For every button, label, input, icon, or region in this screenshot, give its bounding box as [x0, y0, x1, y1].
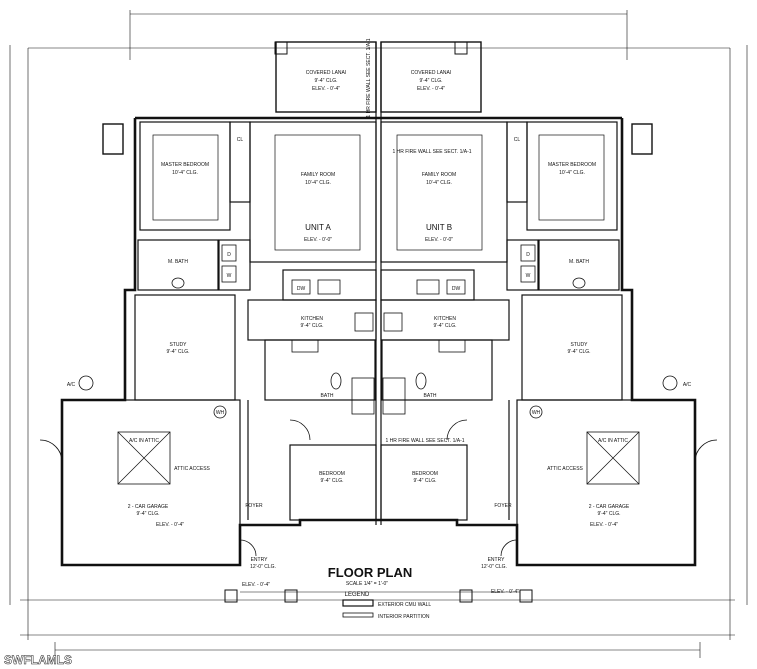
unit-b-ac-label: A/C: [683, 382, 692, 388]
unit-a-lanai-elev: ELEV. - 0'-4": [312, 86, 340, 92]
unit-b-washer: W: [526, 273, 531, 279]
unit-b-lanai-clg: 9'-4" CLG.: [419, 78, 442, 84]
unit-a-attic-label: A/C IN ATTIC: [129, 438, 159, 444]
unit-a-washer: W: [227, 273, 232, 279]
legend-interior-label: INTERIOR PARTITION: [378, 614, 430, 620]
unit-b-study-clg: 9'-4" CLG.: [567, 349, 590, 355]
unit-b-study-label: STUDY: [571, 342, 589, 348]
unit-b-master-label: MASTER BEDROOM: [548, 162, 596, 168]
watermark: SWFLAMLS: [4, 653, 72, 667]
unit-b-dishwasher: DW: [452, 286, 461, 292]
unit-a-dryer: D: [227, 252, 231, 258]
unit-a-garage-label: 2 - CAR GARAGE: [128, 504, 169, 510]
unit-a-mbath-label: M. BATH: [168, 259, 188, 265]
legend-heading: LEGEND: [345, 592, 370, 598]
plan-scale: SCALE 1/4" = 1'-0": [346, 581, 388, 587]
fire-wall-note-top: 1 HR FIRE WALL SEE SECT. 1/A-1: [366, 38, 372, 117]
unit-b-attic-label: A/C IN ATTIC: [598, 438, 628, 444]
unit-b-family-clg: 10'-4" CLG.: [426, 180, 452, 186]
unit-b-family-label: FAMILY ROOM: [422, 172, 456, 178]
unit-b-entry-label: ENTRY: [488, 557, 506, 563]
unit-a-family-clg: 10'-4" CLG.: [305, 180, 331, 186]
unit-b-dryer: D: [526, 252, 530, 258]
unit-a-entry-elev: ELEV. - 0'-4": [242, 582, 270, 588]
unit-b-lanai-label: COVERED LANAI: [411, 70, 452, 76]
unit-a-dishwasher: DW: [297, 286, 306, 292]
legend-exterior-swatch: [342, 599, 374, 607]
unit-a-family-label: FAMILY ROOM: [301, 172, 335, 178]
unit-a-attic-access: ATTIC ACCESS: [174, 466, 210, 472]
unit-a-bedroom-clg: 9'-4" CLG.: [320, 478, 343, 484]
legend-interior-swatch: [342, 612, 374, 618]
unit-b-elev: ELEV. - 0'-0": [425, 237, 453, 243]
unit-a-bath-label: BATH: [321, 393, 334, 399]
unit-a-lanai-clg: 9'-4" CLG.: [314, 78, 337, 84]
unit-b-foyer-label: FOYER: [494, 503, 512, 509]
unit-a-study-clg: 9'-4" CLG.: [166, 349, 189, 355]
unit-a-lanai-label: COVERED LANAI: [306, 70, 347, 76]
unit-a-entry-clg: 12'-0" CLG.: [250, 564, 276, 570]
unit-a-study-label: STUDY: [170, 342, 188, 348]
unit-b-garage-clg: 9'-4" CLG.: [597, 511, 620, 517]
fire-wall-note-bottom: 1 HR FIRE WALL SEE SECT. 1/A-1: [385, 438, 464, 444]
unit-a-master-clg: 10'-4" CLG.: [172, 170, 198, 176]
unit-b-garage-label: 2 - CAR GARAGE: [589, 504, 630, 510]
unit-a-master-label: MASTER BEDROOM: [161, 162, 209, 168]
unit-a-kitchen-label: KITCHEN: [301, 316, 323, 322]
unit-b-name: UNIT B: [426, 223, 452, 232]
unit-a-ac-label: A/C: [67, 382, 76, 388]
unit-b-bedroom-label: BEDROOM: [412, 471, 438, 477]
unit-a-entry-label: ENTRY: [251, 557, 269, 563]
unit-a-kitchen-clg: 9'-4" CLG.: [300, 323, 323, 329]
unit-b-entry-elev: ELEV. - 0'-4": [491, 589, 519, 595]
unit-a-bedroom-label: BEDROOM: [319, 471, 345, 477]
unit-a-wh-label: WH: [216, 410, 225, 416]
unit-b-garage-elev: ELEV. - 0'-4": [590, 522, 618, 528]
legend-exterior-label: EXTERIOR CMU WALL: [378, 602, 431, 608]
unit-b-wh-label: WH: [532, 410, 541, 416]
unit-a-elev: ELEV. - 0'-0": [304, 237, 332, 243]
unit-a-garage-clg: 9'-4" CLG.: [136, 511, 159, 517]
plan-title: FLOOR PLAN: [328, 565, 413, 580]
unit-a-closet-label: CL: [237, 137, 244, 143]
unit-a-name: UNIT A: [305, 223, 331, 232]
unit-b-kitchen-label: KITCHEN: [434, 316, 456, 322]
unit-a-garage-elev: ELEV. - 0'-4": [156, 522, 184, 528]
unit-b-bedroom-clg: 9'-4" CLG.: [413, 478, 436, 484]
unit-b-mbath-label: M. BATH: [569, 259, 589, 265]
unit-a-foyer-label: FOYER: [245, 503, 263, 509]
unit-b-closet-label: CL: [514, 137, 521, 143]
unit-b-lanai-elev: ELEV. - 0'-4": [417, 86, 445, 92]
unit-b-attic-access: ATTIC ACCESS: [547, 466, 583, 472]
fire-wall-note-mid: 1 HR FIRE WALL SEE SECT. 1/A-1: [392, 149, 471, 155]
unit-b-bath-label: BATH: [424, 393, 437, 399]
unit-b-master-clg: 10'-4" CLG.: [559, 170, 585, 176]
unit-b-entry-clg: 12'-0" CLG.: [481, 564, 507, 570]
unit-b-kitchen-clg: 9'-4" CLG.: [433, 323, 456, 329]
